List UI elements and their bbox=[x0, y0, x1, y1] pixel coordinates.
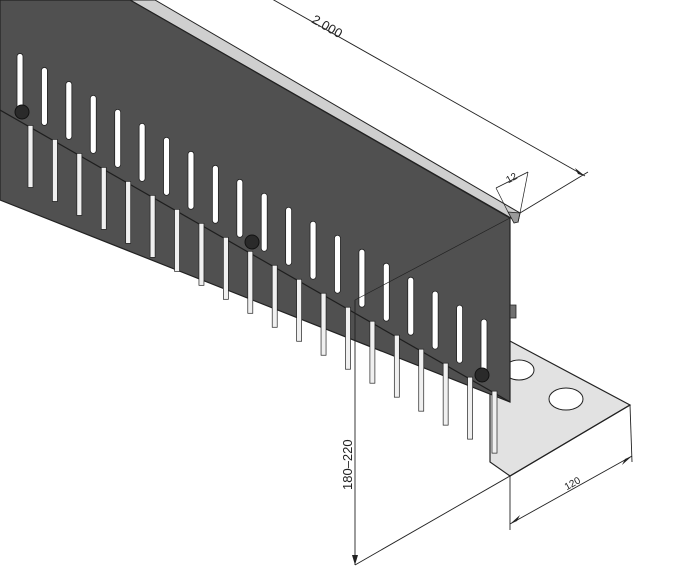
panel-slot bbox=[236, 178, 244, 238]
side-bracket bbox=[509, 304, 517, 319]
panel-slot bbox=[187, 150, 195, 210]
panel-slot bbox=[309, 220, 317, 280]
panel-slot bbox=[211, 164, 219, 224]
tab-gap bbox=[467, 376, 473, 440]
tab-gap bbox=[223, 236, 229, 300]
tab-gap bbox=[393, 334, 400, 398]
tab-gap bbox=[27, 125, 34, 188]
panel-slot bbox=[65, 81, 73, 140]
panel-slot bbox=[89, 94, 97, 154]
tab-gap bbox=[198, 222, 205, 286]
tab-gap bbox=[76, 153, 83, 216]
panel-slot bbox=[382, 262, 390, 322]
tab-gap bbox=[491, 390, 498, 454]
panel-slot bbox=[407, 276, 415, 336]
tab-gap bbox=[296, 278, 302, 342]
mounting-bolt-2 bbox=[244, 234, 260, 250]
dimension-flange-thickness: 12 bbox=[495, 171, 529, 214]
panel-slot bbox=[163, 136, 170, 196]
base-plate bbox=[489, 339, 632, 477]
base-hole-2 bbox=[548, 387, 584, 411]
tab-gap bbox=[100, 167, 107, 230]
mounting-bolt-3 bbox=[474, 367, 490, 383]
mounting-bolt-1 bbox=[14, 104, 30, 120]
tab-gap bbox=[149, 195, 156, 258]
tab-gap bbox=[418, 348, 425, 412]
tab-group bbox=[27, 125, 498, 454]
panel-slot bbox=[114, 108, 122, 168]
panel-slot bbox=[358, 248, 366, 308]
panel-slot bbox=[138, 122, 146, 182]
dimension-length-label: 2.000 bbox=[309, 12, 345, 41]
tab-gap bbox=[442, 362, 449, 426]
tab-gap bbox=[320, 292, 327, 356]
dimension-width-label: 120 bbox=[563, 475, 583, 493]
panel-slot bbox=[285, 206, 293, 266]
panel-slot bbox=[41, 67, 48, 126]
dimension-flange-label: 12 bbox=[504, 171, 519, 186]
tab-gap bbox=[345, 306, 351, 370]
tab-gap bbox=[271, 264, 278, 328]
tab-gap bbox=[369, 320, 376, 384]
slot-group bbox=[16, 53, 488, 378]
dimension-height: 180–220 bbox=[340, 217, 511, 566]
dimension-height-label: 180–220 bbox=[340, 439, 355, 490]
tab-gap bbox=[174, 208, 180, 272]
tab-gap bbox=[125, 181, 132, 244]
panel-slot bbox=[260, 192, 268, 252]
panel-slot bbox=[334, 234, 341, 294]
panel-slot bbox=[431, 290, 439, 350]
tab-gap bbox=[52, 139, 58, 202]
tab-gap bbox=[247, 250, 254, 314]
panel-slot bbox=[16, 53, 24, 112]
panel-slot bbox=[456, 304, 463, 364]
